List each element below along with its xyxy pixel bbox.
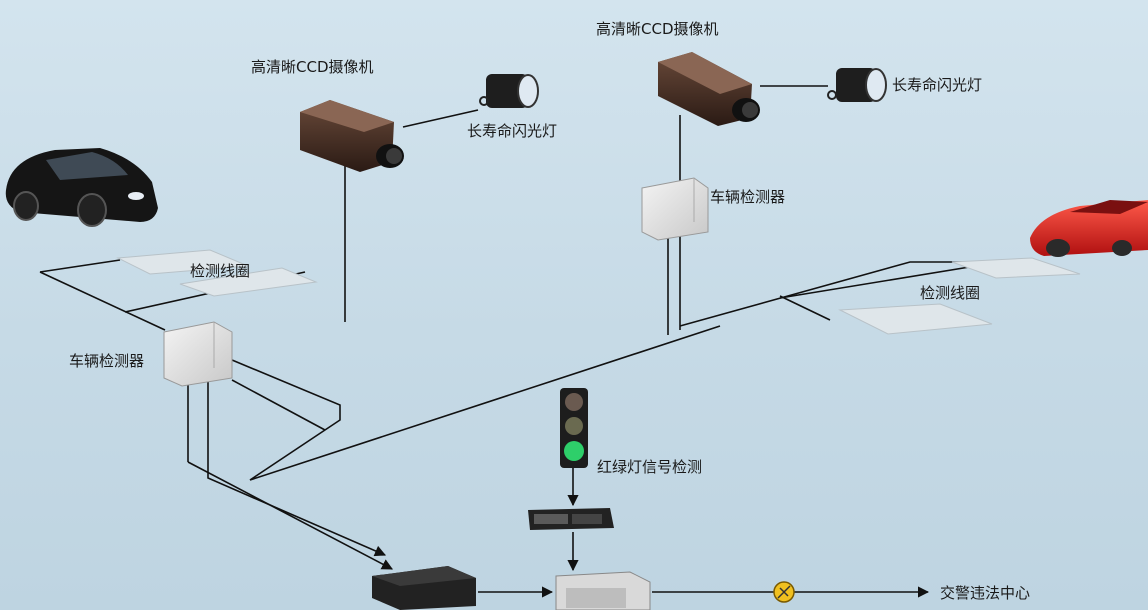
label-loop-left: 检测线圈 (190, 262, 251, 280)
label-camera-left: 高清晰CCD摄像机 (251, 58, 374, 76)
vehicle-detector-right-box (641, 177, 709, 241)
ccd-camera-left (300, 100, 404, 172)
loop-coils-right (838, 257, 1081, 335)
industrial-server (555, 571, 651, 610)
red-car (1030, 200, 1148, 257)
flash-lamp-left (479, 74, 539, 108)
network-switch (372, 566, 476, 610)
label-flash-right: 长寿命闪光灯 (892, 76, 983, 94)
loop-coils-left (116, 249, 318, 297)
label-flash-left: 长寿命闪光灯 (467, 122, 558, 140)
label-loop-right: 检测线圈 (920, 284, 981, 302)
label-detector-left: 车辆检测器 (69, 352, 145, 370)
label-signal-detect: 红绿灯信号检测 (597, 458, 703, 476)
black-car (5, 148, 159, 227)
signal-detector-device (528, 508, 614, 530)
flash-lamp-right (827, 68, 887, 102)
vehicle-detector-left-box (163, 321, 233, 387)
label-detector-right: 车辆检测器 (710, 188, 786, 206)
label-camera-right: 高清晰CCD摄像机 (596, 20, 719, 38)
network-icon (773, 581, 795, 603)
traffic-light (560, 388, 588, 468)
label-traffic-center: 交警违法中心 (940, 584, 1031, 602)
ccd-camera-right (658, 52, 760, 126)
